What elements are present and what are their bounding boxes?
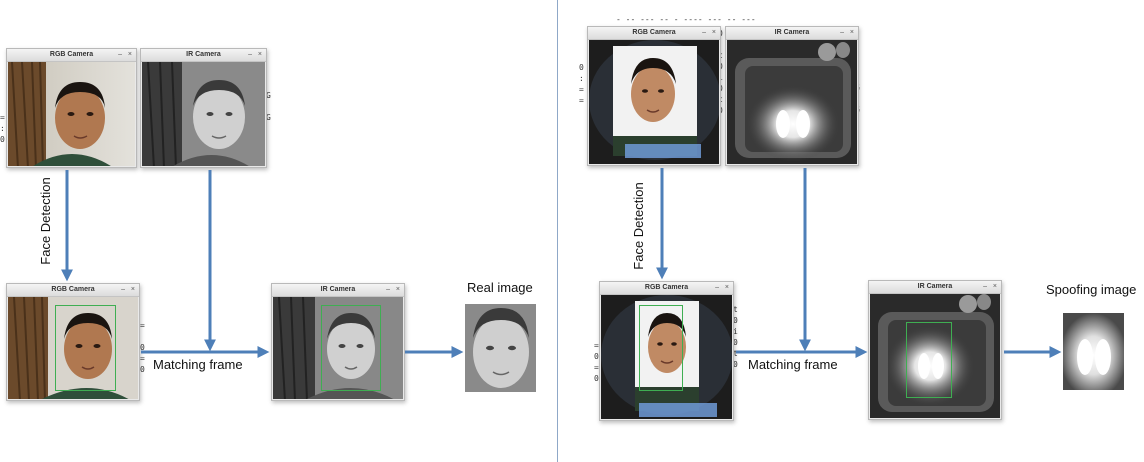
minimize-button[interactable]: –: [118, 51, 122, 58]
window-title: RGB Camera: [51, 286, 95, 293]
ir-matching-feed: [870, 294, 1000, 418]
window-titlebar: RGB Camera – ×: [7, 49, 136, 62]
spoofing-image-crop: [1063, 313, 1124, 390]
matching-frame-label: Matching frame: [748, 357, 838, 372]
rgb-detection-window: RGB Camera – ×: [6, 283, 140, 401]
window-titlebar: RGB Camera – ×: [600, 282, 733, 295]
rgb-camera-window: RGB Camera – ×: [6, 48, 137, 168]
rgb-camera-feed: [589, 40, 719, 164]
close-button[interactable]: ×: [724, 284, 729, 291]
terminal-text: G G: [266, 91, 271, 122]
minimize-button[interactable]: –: [983, 283, 987, 290]
rgb-detection-feed: [8, 297, 138, 399]
terminal-text: = : 0: [0, 113, 5, 144]
minimize-button[interactable]: –: [840, 29, 844, 36]
close-button[interactable]: ×: [257, 51, 262, 58]
window-title: IR Camera: [917, 283, 953, 290]
minimize-button[interactable]: –: [386, 286, 390, 293]
rgb-camera-feed: [8, 62, 135, 166]
ir-matching-window: IR Camera – ×: [271, 283, 405, 401]
face-bounding-box: [321, 305, 381, 391]
terminal-text: - -- --- -- - ---- --- -- ---: [616, 15, 756, 24]
ir-matching-feed: [273, 297, 403, 399]
close-button[interactable]: ×: [849, 29, 854, 36]
minimize-button[interactable]: –: [121, 286, 125, 293]
result-label: Real image: [467, 280, 533, 295]
ir-camera-feed: [142, 62, 265, 166]
window-titlebar: IR Camera – ×: [272, 284, 404, 297]
ir-camera-window: IR Camera – ×: [140, 48, 267, 168]
terminal-text: t 0 i 0 t 0: [733, 305, 738, 369]
matching-frame-label: Matching frame: [153, 357, 243, 372]
minimize-button[interactable]: –: [248, 51, 252, 58]
window-title: IR Camera: [186, 51, 221, 58]
terminal-text: = 0 = 0: [594, 341, 599, 383]
panel-divider: [557, 0, 558, 462]
ir-matching-window: IR Camera – ×: [868, 280, 1002, 420]
terminal-text: 0 : = =: [579, 63, 584, 105]
close-button[interactable]: ×: [395, 286, 400, 293]
result-label: Spoofing image: [1046, 282, 1137, 297]
real-image-crop: [465, 304, 536, 392]
close-button[interactable]: ×: [130, 286, 135, 293]
window-titlebar: IR Camera – ×: [869, 281, 1001, 294]
window-title: IR Camera: [774, 29, 810, 36]
window-title: RGB Camera: [632, 29, 676, 36]
minimize-button[interactable]: –: [702, 29, 706, 36]
minimize-button[interactable]: –: [715, 284, 719, 291]
face-bounding-box: [906, 322, 952, 398]
close-button[interactable]: ×: [711, 29, 716, 36]
window-titlebar: RGB Camera – ×: [7, 284, 139, 297]
ir-camera-feed: [727, 40, 857, 164]
face-bounding-box: [55, 305, 116, 391]
ir-camera-window: IR Camera – ×: [725, 26, 859, 166]
face-bounding-box: [639, 305, 683, 391]
rgb-detection-window: RGB Camera – ×: [599, 281, 734, 421]
close-button[interactable]: ×: [127, 51, 132, 58]
window-titlebar: RGB Camera – ×: [588, 27, 720, 40]
window-titlebar: IR Camera – ×: [141, 49, 266, 62]
window-titlebar: IR Camera – ×: [726, 27, 858, 40]
rgb-camera-window: RGB Camera – ×: [587, 26, 721, 166]
window-title: RGB Camera: [49, 51, 94, 58]
window-title: RGB Camera: [644, 284, 689, 291]
window-title: IR Camera: [320, 286, 356, 293]
rgb-detection-feed: [601, 295, 732, 419]
terminal-text: = 0 = 0: [140, 321, 145, 374]
close-button[interactable]: ×: [992, 283, 997, 290]
